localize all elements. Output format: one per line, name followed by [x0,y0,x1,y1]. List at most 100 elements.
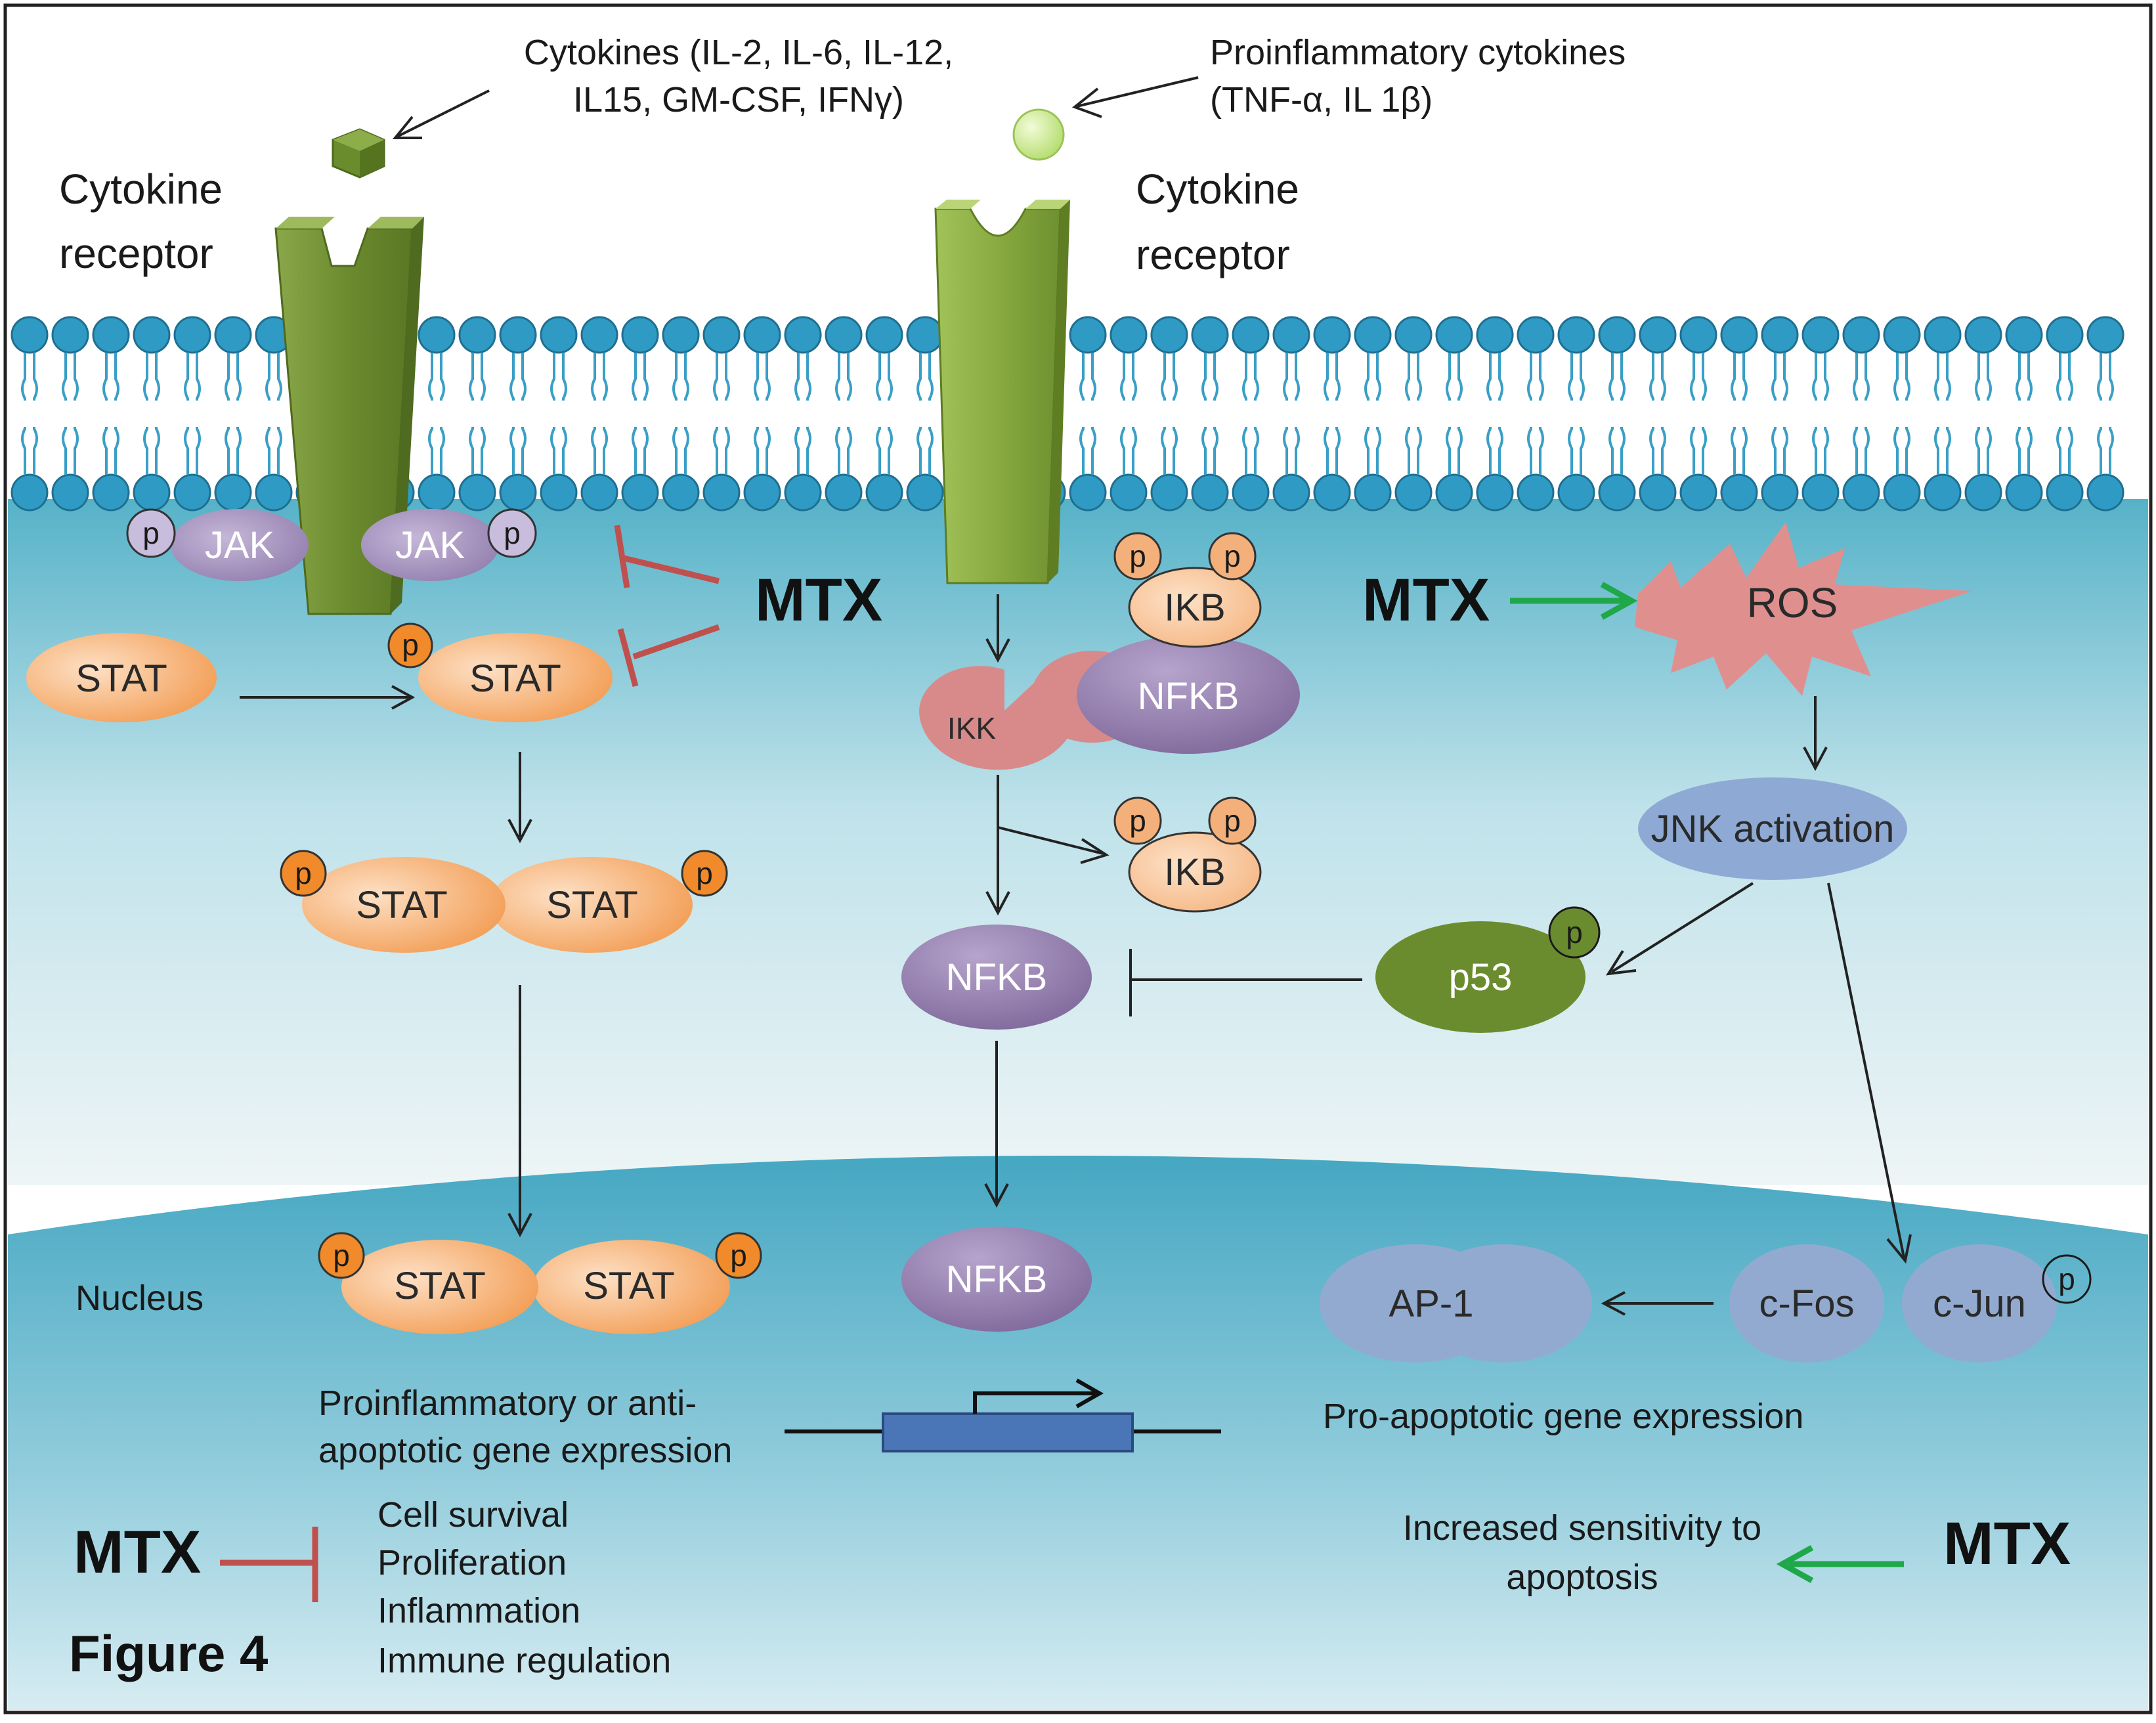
lipid-tail [713,353,718,401]
lipid-tail [643,353,649,401]
lipid-tail [1853,353,1858,401]
mtx-label-ros: MTX [1362,567,1490,634]
lipid-head [2046,316,2084,354]
promoted-outcome-line2: apoptosis [1506,1558,1658,1597]
lipid-tail [672,427,678,475]
lipid-tail [143,353,148,401]
lipid-tail [1324,353,1329,401]
jak-left: JAK [171,509,309,581]
lipid-tail [2027,427,2033,475]
lipid-head [540,473,578,512]
lipid-tail [1446,353,1451,401]
lipid-tail [1295,427,1300,475]
lipid-tail [1568,353,1573,401]
lipid-head [702,473,741,512]
lipid-tail [1702,353,1707,401]
lipid-tail [876,427,881,475]
lipid-head [418,473,456,512]
lipid-tail [225,353,230,401]
lipid-tail [2068,353,2073,401]
jnk-to-cjun-arrow [1827,883,1905,1258]
lipid-head [499,473,537,512]
lipid-tail [847,427,852,475]
lipid-head [458,316,496,354]
outcome-item: Immune regulation [377,1641,671,1680]
figure-label: Figure 4 [69,1625,268,1682]
lipid-tail [469,427,474,475]
lipid-tail [684,353,689,401]
stat-dimer-nucleus: STAT STAT p p [318,1232,762,1334]
lipid-tail [794,427,800,475]
lipid-tail [1213,427,1218,475]
lipid-tail [754,427,759,475]
lipid-head [1150,473,1188,512]
lipid-tail [1498,353,1503,401]
lipid-tail [1580,353,1585,401]
inhibited-outcomes-list: Cell survival Proliferation Inflammation… [377,1495,671,1680]
lipid-tail [835,353,840,401]
lipid-head [1964,473,2002,512]
mtx-label-apoptosis: MTX [1943,1510,2071,1577]
lipid-tail [1702,427,1707,475]
lipid-tail [481,427,486,475]
lipid-head [1110,473,1148,512]
lipid-tail [1812,353,1817,401]
lipid-tail [1783,427,1788,475]
gene-expression-right: Pro-apoptotic gene expression [1323,1397,1803,1436]
lipid-tail [1731,427,1736,475]
lipid-tail [1324,427,1329,475]
cytokine-receptor-right [934,200,1070,584]
lipid-head [1679,316,1717,354]
promoted-outcome-line1: Increased sensitivity to [1403,1508,1761,1548]
lipid-tail [550,427,555,475]
lipid-head [1557,473,1595,512]
lipid-tail [1812,427,1817,475]
lipid-tail [2109,427,2114,475]
receptor-left-label-line2: receptor [59,230,213,277]
lipid-head [906,473,944,512]
lipid-tail [2016,427,2021,475]
lipid-tail [1486,427,1492,475]
lipid-tail [521,353,527,401]
lipid-tail [1608,427,1614,475]
lipid-tail [1905,427,1910,475]
lipid-head [214,473,252,512]
lipid-tail [1620,427,1626,475]
svg-text:p: p [1224,539,1241,573]
lipid-head [1354,316,1392,354]
lipid-tail [1946,427,1951,475]
stat-dimer-cytoplasm: STAT STAT p p [280,850,728,953]
lipid-tail [1568,427,1573,475]
lipid-tail [1946,353,1951,401]
lipid-head [580,473,618,512]
lipid-tail [1824,427,1829,475]
lipid-tail [643,427,649,475]
lipid-head [458,473,496,512]
lipid-tail [1376,353,1381,401]
lipid-tail [1498,427,1503,475]
lipid-head [784,316,822,354]
lipid-tail [1975,353,1980,401]
lipid-tail [2056,427,2061,475]
ligand-left-line1: Cytokines (IL-2, IL-6, IL-12, [524,33,953,72]
nfkb-nucleus: NFKB [901,1227,1092,1332]
nucleus-label: Nucleus [75,1278,204,1318]
receptor-right-label-line2: receptor [1136,231,1290,278]
c-jun: c-Jun p [1902,1244,2092,1363]
lipid-tail [550,353,555,401]
svg-text:p: p [696,856,713,890]
lipid-tail [1690,353,1695,401]
svg-text:NFKB: NFKB [946,1258,1048,1301]
lipid-tail [509,353,515,401]
lipid-tail [1173,427,1178,475]
ligand-left-line2: IL15, GM-CSF, IFNγ) [573,80,904,120]
lipid-tail [1201,353,1207,401]
lipid-tail [1132,353,1137,401]
lipid-tail [440,353,445,401]
lipid-tail [1539,427,1544,475]
lipid-head [2005,316,2043,354]
lipid-tail [1283,353,1288,401]
lipid-head [1761,316,1799,354]
lipid-tail [74,427,79,475]
svg-text:JAK: JAK [395,524,465,567]
